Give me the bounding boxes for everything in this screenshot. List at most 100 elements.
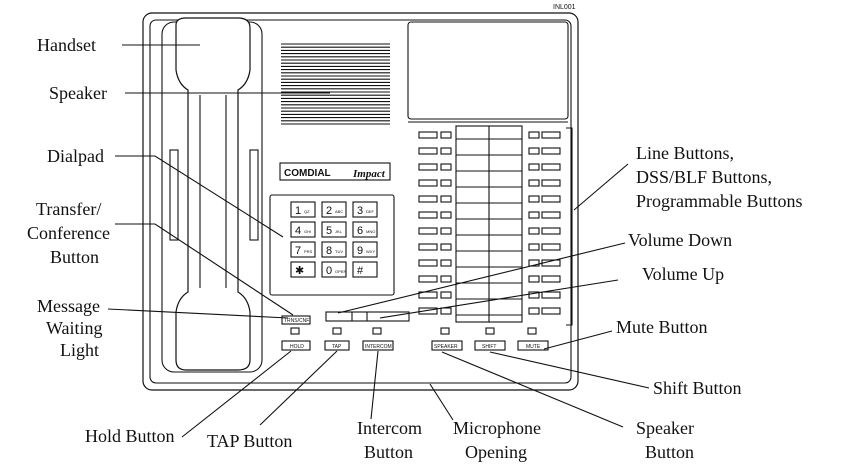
figure-id: INL001	[553, 4, 576, 11]
key-digit: 8	[326, 245, 332, 257]
line-button[interactable]	[418, 307, 438, 315]
label-line-buttons-1: Line Buttons,	[636, 143, 734, 163]
line-button[interactable]	[541, 291, 561, 299]
brand-name: COMDIAL	[284, 168, 331, 179]
label-volume-down: Volume Down	[628, 230, 732, 250]
dialpad-key[interactable]: #	[352, 261, 378, 278]
line-button[interactable]	[418, 163, 438, 171]
line-button[interactable]	[418, 227, 438, 235]
trns-conf-button[interactable]: TRNS/CNF	[281, 315, 311, 325]
label-message-3: Light	[60, 340, 99, 360]
line-button[interactable]	[440, 211, 452, 219]
line-button[interactable]	[440, 131, 452, 139]
line-button[interactable]	[541, 147, 561, 155]
line-button[interactable]	[440, 243, 452, 251]
line-button[interactable]	[418, 211, 438, 219]
speaker-grille	[281, 43, 390, 125]
line-button[interactable]	[541, 243, 561, 251]
line-button[interactable]	[528, 131, 540, 139]
line-button[interactable]	[528, 291, 540, 299]
shift-led	[485, 327, 495, 335]
callout-lines	[107, 44, 650, 438]
line-button[interactable]	[528, 243, 540, 251]
speaker-text: SPEAKER	[434, 344, 458, 350]
line-button[interactable]	[528, 163, 540, 171]
line-button[interactable]	[440, 275, 452, 283]
line-button[interactable]	[541, 275, 561, 283]
line-button[interactable]	[440, 227, 452, 235]
line-button[interactable]	[418, 291, 438, 299]
line-button[interactable]	[418, 131, 438, 139]
line-button[interactable]	[440, 195, 452, 203]
line-button[interactable]	[528, 307, 540, 315]
key-letters: JKL	[335, 229, 343, 234]
line-button[interactable]	[440, 259, 452, 267]
speaker-led	[440, 327, 450, 335]
label-message-2: Waiting	[46, 318, 103, 338]
hold-button[interactable]: HOLD	[281, 340, 311, 351]
line-button[interactable]	[528, 179, 540, 187]
brand-model: Impact	[352, 168, 386, 180]
line-button[interactable]	[541, 227, 561, 235]
brand-logo: COMDIAL Impact	[279, 162, 391, 181]
line-button[interactable]	[528, 227, 540, 235]
label-speaker-button-1: Speaker	[636, 418, 694, 438]
line-button[interactable]	[418, 179, 438, 187]
line-button[interactable]	[541, 179, 561, 187]
line-button[interactable]	[528, 275, 540, 283]
line-buttons-panel	[418, 125, 561, 323]
key-digit: 1	[295, 205, 301, 217]
volume-control[interactable]	[325, 311, 410, 322]
line-button[interactable]	[418, 259, 438, 267]
line-button[interactable]	[528, 259, 540, 267]
key-digit: ✱	[295, 265, 304, 277]
line-button[interactable]	[440, 179, 452, 187]
line-button[interactable]	[418, 275, 438, 283]
key-letters: GHI	[304, 229, 311, 234]
line-button[interactable]	[528, 195, 540, 203]
line-button[interactable]	[541, 163, 561, 171]
mute-button[interactable]: MUTE	[517, 340, 549, 351]
label-shift-button: Shift Button	[653, 378, 742, 398]
intercom-button[interactable]: INTERCOM	[362, 340, 394, 351]
message-waiting-light	[290, 327, 300, 335]
key-digit: 9	[357, 245, 363, 257]
label-speaker-button-2: Button	[645, 442, 694, 462]
key-letters: PRS	[304, 249, 313, 254]
key-digit: 3	[357, 205, 363, 217]
hold-text: HOLD	[290, 344, 304, 350]
line-button[interactable]	[418, 195, 438, 203]
line-button[interactable]	[418, 147, 438, 155]
line-button[interactable]	[541, 211, 561, 219]
line-button[interactable]	[528, 147, 540, 155]
tap-button[interactable]: TAP	[324, 340, 350, 351]
key-letters: WXY	[366, 249, 375, 254]
line-button[interactable]	[541, 307, 561, 315]
line-button[interactable]	[440, 163, 452, 171]
dialpad-key[interactable]: ✱	[290, 261, 316, 278]
speaker-button[interactable]: SPEAKER	[431, 340, 463, 351]
mute-text: MUTE	[526, 344, 541, 350]
line-button[interactable]	[541, 131, 561, 139]
label-line-buttons-3: Programmable Buttons	[636, 191, 802, 211]
line-button[interactable]	[528, 211, 540, 219]
shift-button[interactable]: SHIFT	[474, 340, 506, 351]
dialpad-frame	[269, 194, 395, 296]
trns-conf-text: TRNS/CNF	[284, 318, 309, 324]
line-button[interactable]	[440, 291, 452, 299]
line-button[interactable]	[541, 195, 561, 203]
key-digit: 4	[295, 225, 301, 237]
line-button[interactable]	[418, 243, 438, 251]
line-button[interactable]	[440, 147, 452, 155]
